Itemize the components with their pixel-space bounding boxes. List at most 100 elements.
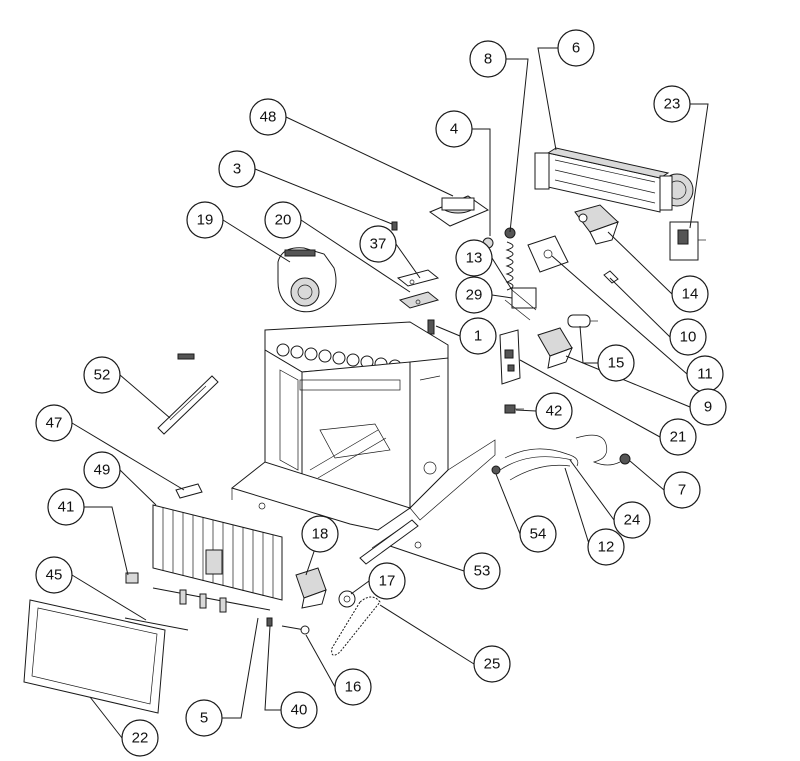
svg-text:12: 12 — [598, 539, 615, 556]
callout-5: 5 — [185, 699, 223, 737]
svg-text:29: 29 — [466, 287, 483, 304]
svg-text:54: 54 — [530, 526, 547, 543]
callout-25: 25 — [473, 645, 511, 683]
callout-42: 42 — [535, 392, 573, 430]
svg-text:14: 14 — [682, 286, 699, 303]
svg-text:45: 45 — [46, 567, 63, 584]
svg-text:47: 47 — [46, 415, 63, 432]
svg-text:13: 13 — [466, 250, 483, 267]
svg-text:21: 21 — [670, 429, 687, 446]
callout-13: 13 — [455, 239, 493, 277]
part-rail-52 — [157, 353, 219, 435]
svg-text:40: 40 — [291, 702, 308, 719]
part-chain — [331, 596, 381, 656]
svg-text:3: 3 — [233, 161, 241, 178]
callout-16: 16 — [334, 668, 372, 706]
callout-20: 20 — [264, 201, 302, 239]
callout-11: 11 — [686, 355, 724, 393]
part-tubes — [499, 434, 631, 481]
part-switch-plate — [669, 221, 706, 261]
callout-45: 45 — [35, 556, 73, 594]
part-block-41 — [125, 572, 139, 584]
leader-lines — [71, 47, 709, 739]
part-brackets-20-37 — [396, 269, 440, 309]
callout-6: 6 — [557, 29, 595, 67]
svg-text:53: 53 — [474, 563, 491, 580]
svg-text:42: 42 — [546, 403, 563, 420]
svg-text:37: 37 — [370, 236, 387, 253]
callout-12: 12 — [587, 528, 625, 566]
part-combustion-blower — [277, 247, 337, 313]
callout-8: 8 — [469, 40, 507, 78]
svg-text:15: 15 — [608, 355, 625, 372]
part-heater-element — [504, 287, 537, 321]
part-bracket-plate — [527, 235, 569, 273]
callout-21: 21 — [659, 418, 697, 456]
callout-54: 54 — [519, 515, 557, 553]
callout-29: 29 — [455, 276, 493, 314]
svg-text:41: 41 — [58, 499, 75, 516]
callout-48: 48 — [249, 98, 287, 136]
svg-text:20: 20 — [275, 212, 292, 229]
callout-53: 53 — [463, 552, 501, 590]
callout-52: 52 — [83, 356, 121, 394]
callout-47: 47 — [35, 404, 73, 442]
callouts-layer: 8 6 23 48 4 3 19 20 37 13 29 14 10 1 15 … — [35, 29, 727, 757]
callout-23: 23 — [653, 85, 691, 123]
svg-text:18: 18 — [312, 526, 329, 543]
svg-text:9: 9 — [704, 399, 712, 416]
svg-text:17: 17 — [379, 573, 396, 590]
callout-7: 7 — [663, 471, 701, 509]
svg-text:49: 49 — [94, 462, 111, 479]
part-sensor-42 — [504, 404, 524, 414]
part-clip-3 — [391, 221, 398, 231]
parts-layer — [23, 147, 706, 714]
part-rail-53 — [359, 519, 419, 565]
svg-text:8: 8 — [484, 51, 492, 68]
part-louver-panel — [152, 504, 283, 601]
part-blower-tube — [534, 147, 694, 213]
part-knob-54 — [491, 465, 501, 475]
callout-4: 4 — [435, 110, 473, 148]
svg-text:23: 23 — [664, 96, 681, 113]
callout-37: 37 — [359, 225, 397, 263]
svg-text:1: 1 — [474, 328, 482, 345]
svg-text:48: 48 — [260, 109, 277, 126]
svg-text:6: 6 — [572, 40, 580, 57]
callout-3: 3 — [218, 150, 256, 188]
svg-text:25: 25 — [484, 656, 501, 673]
svg-text:7: 7 — [678, 482, 686, 499]
part-shafts — [152, 587, 310, 635]
part-igniter — [427, 319, 435, 335]
part-clip-10 — [603, 270, 619, 284]
callout-1: 1 — [459, 317, 497, 355]
callout-18: 18 — [301, 515, 339, 553]
part-control-module — [537, 327, 573, 369]
part-motor-bracket — [574, 204, 619, 245]
svg-text:11: 11 — [697, 366, 713, 383]
svg-text:4: 4 — [450, 121, 458, 138]
svg-text:24: 24 — [624, 512, 641, 529]
callout-41: 41 — [47, 488, 85, 526]
svg-text:22: 22 — [132, 730, 149, 747]
svg-text:5: 5 — [200, 710, 208, 727]
part-control-board — [499, 329, 521, 385]
svg-text:19: 19 — [197, 212, 214, 229]
callout-14: 14 — [671, 275, 709, 313]
callout-49: 49 — [83, 451, 121, 489]
svg-text:16: 16 — [345, 679, 362, 696]
svg-text:10: 10 — [680, 329, 697, 346]
part-firebox-body — [230, 321, 496, 549]
svg-text:52: 52 — [94, 367, 111, 384]
part-glass-frame — [23, 599, 189, 714]
part-bracket-47 — [175, 483, 203, 499]
part-capacitor — [567, 314, 598, 328]
part-collar-plate — [428, 195, 490, 227]
callout-9: 9 — [689, 388, 727, 426]
callout-15: 15 — [597, 344, 635, 382]
part-gear-motor — [295, 567, 327, 609]
callout-22: 22 — [121, 719, 159, 757]
callout-40: 40 — [280, 691, 318, 729]
